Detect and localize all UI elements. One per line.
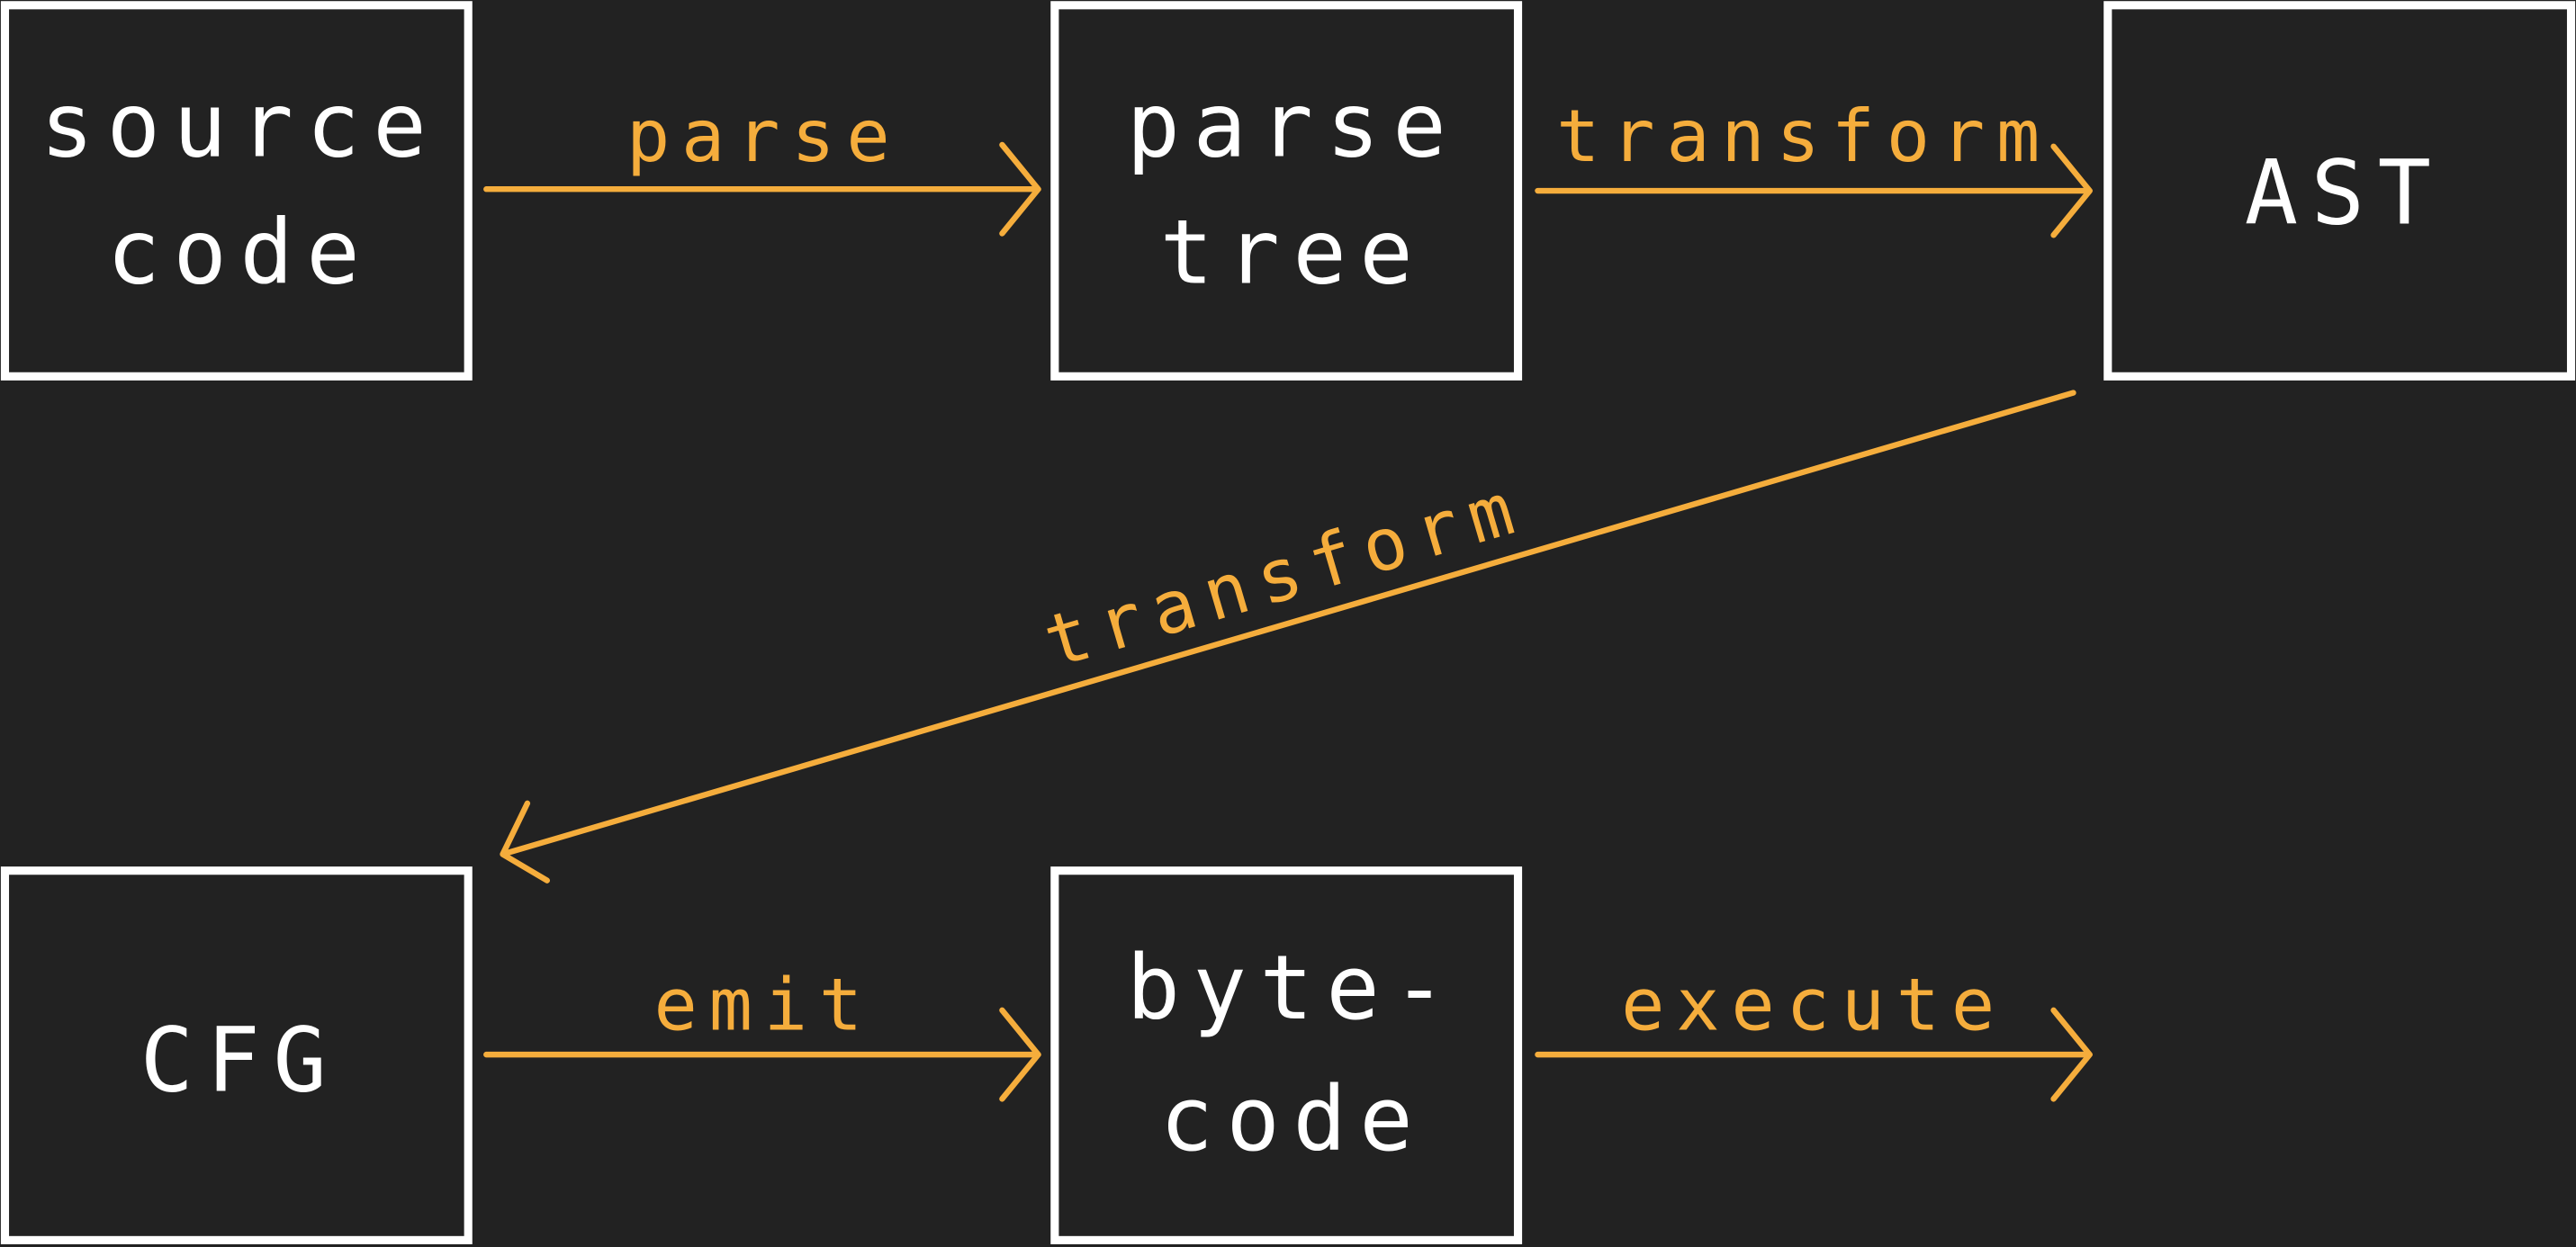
node-label-line: AST	[2245, 143, 2445, 246]
edge-emit: emit	[483, 963, 1041, 1102]
edge-transform-1: transform	[1535, 94, 2093, 238]
edge-label: emit	[654, 963, 874, 1047]
node-label-line: tree	[1160, 202, 1427, 304]
edge-label: parse	[626, 94, 902, 178]
node-label-line: source	[41, 76, 440, 178]
node-source-code: source code	[0, 1, 473, 381]
node-label-line: byte-	[1127, 937, 1460, 1040]
node-cfg: CFG	[0, 866, 473, 1244]
edge-execute: execute	[1535, 963, 2093, 1102]
edge-label: transform	[1556, 94, 2051, 178]
node-label-line: CFG	[140, 1009, 340, 1112]
node-label-line: code	[107, 202, 374, 304]
edge-label: execute	[1621, 963, 2006, 1047]
node-parse-tree: parse tree	[1050, 1, 1523, 381]
node-label-line: code	[1160, 1069, 1427, 1171]
node-label-line: parse	[1127, 76, 1460, 178]
edge-parse: parse	[483, 94, 1041, 237]
node-ast: AST	[2103, 1, 2576, 381]
node-bytecode: byte- code	[1050, 866, 1523, 1244]
